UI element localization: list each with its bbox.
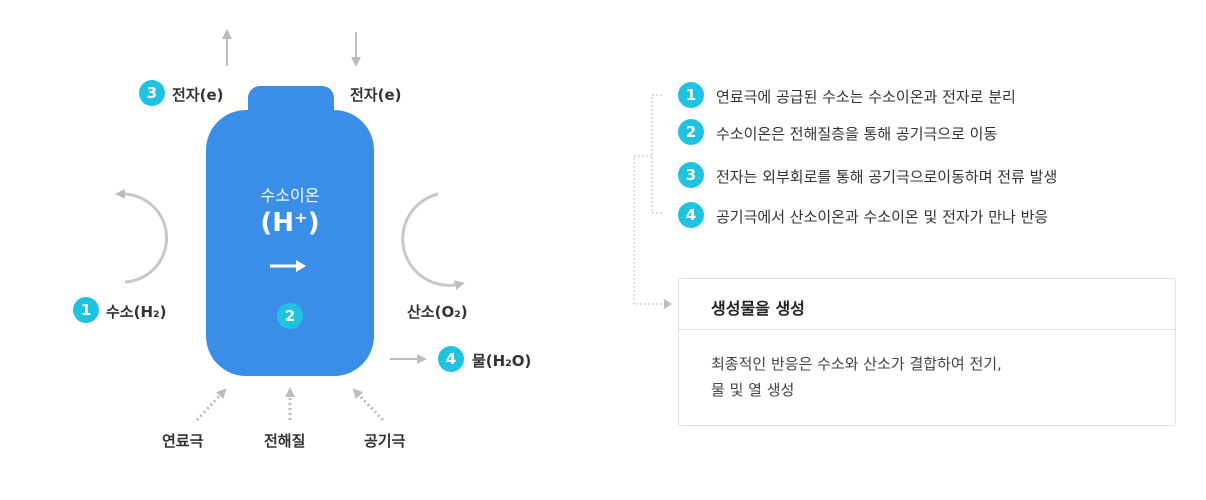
step-1-badge: 1 (678, 82, 704, 108)
hydrogen-curve (115, 188, 168, 284)
result-body-line-1: 최종적인 반응은 수소와 산소가 결합하여 전기, (711, 355, 1002, 373)
water-badge: 4 (438, 346, 464, 372)
electrolyte-label: 전해질 (264, 432, 306, 450)
oxygen-curve (401, 192, 465, 291)
hydrogen-badge: 1 (73, 297, 99, 323)
result-title: 생성물을 생성 (711, 299, 805, 318)
cell-body (206, 110, 374, 376)
cell-badge: 2 (277, 303, 303, 329)
diagram-arrows (115, 29, 465, 422)
step-3-text: 전자는 외부회로를 통해 공기극으로이동하며 전류 발생 (716, 168, 1058, 186)
electron-out-label: 전자(e) (172, 86, 224, 104)
result-box: 생성물을 생성 최종적인 반응은 수소와 산소가 결합하여 전기, 물 및 열 … (678, 278, 1176, 426)
result-box-header: 생성물을 생성 (679, 279, 1175, 330)
result-body-line-2: 물 및 열 생성 (711, 381, 795, 399)
electron-out-badge: 3 (139, 80, 165, 106)
anode-arrow (195, 388, 227, 422)
cell-formula: (H⁺) (260, 208, 320, 238)
step-4-badge: 4 (678, 202, 704, 228)
step-3-badge: 3 (678, 162, 704, 188)
anode-label: 연료극 (162, 432, 204, 450)
step-4-text: 공기극에서 산소이온과 수소이온 및 전자가 만나 반응 (716, 208, 1049, 226)
step-2-text: 수소이온은 전해질층을 통해 공기극으로 이동 (716, 125, 998, 143)
ion-flow-arrow-icon (270, 260, 306, 272)
water-label: 물(H₂O) (472, 352, 532, 370)
hydrogen-label: 수소(H₂) (106, 303, 167, 321)
cathode-arrow (352, 388, 385, 422)
step-1-text: 연료극에 공급된 수소는 수소이온과 전자로 분리 (716, 88, 1016, 106)
steps-bracket (633, 94, 672, 309)
step-2-badge: 2 (678, 119, 704, 145)
cathode-label: 공기극 (364, 432, 406, 450)
oxygen-label: 산소(O₂) (407, 303, 468, 321)
electron-in-label: 전자(e) (350, 86, 402, 104)
cell-title: 수소이온 (260, 186, 320, 205)
result-body: 최종적인 반응은 수소와 산소가 결합하여 전기, 물 및 열 생성 (711, 351, 1002, 403)
